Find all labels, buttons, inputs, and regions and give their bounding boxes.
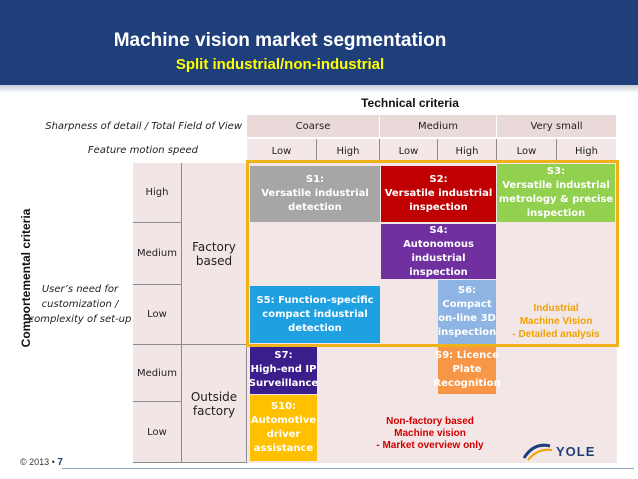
speed-verysmall-low: Low bbox=[497, 139, 557, 163]
header-medium: Medium bbox=[380, 115, 497, 137]
footer-copyright: © 2013 • 7 bbox=[20, 457, 63, 468]
level-outside-low: Low bbox=[133, 402, 182, 463]
footer-divider bbox=[62, 468, 634, 469]
sharpness-label: Sharpness of detail / Total Field of Vie… bbox=[45, 121, 242, 132]
header-shadow bbox=[0, 85, 638, 93]
level-outside-medium: Medium bbox=[133, 345, 182, 402]
technical-criteria-label: Technical criteria bbox=[361, 96, 459, 110]
segment-s2: S2: Versatile industrial inspection bbox=[381, 166, 496, 222]
yole-logo: YOLE bbox=[520, 440, 630, 464]
level-factory-medium: Medium bbox=[133, 223, 182, 285]
speed-coarse-low: Low bbox=[247, 139, 317, 163]
header-bar bbox=[0, 0, 638, 85]
segment-s6: S6: Compact on-line 3D inspection bbox=[438, 280, 496, 344]
segment-s7: S7: High-end IP Surveillance bbox=[249, 346, 318, 394]
page-subtitle: Split industrial/non-industrial bbox=[175, 56, 385, 73]
segment-s4: S4: Autonomous industrial inspection bbox=[381, 224, 496, 279]
non-factory-note: Non-factory based Machine vision - Marke… bbox=[376, 416, 484, 451]
speed-verysmall-high: High bbox=[557, 139, 617, 163]
header-very-small: Very small bbox=[497, 115, 617, 137]
page-number: 7 bbox=[57, 457, 63, 468]
factory-based-label: Factory based bbox=[182, 163, 247, 345]
segment-s1: S1: Versatile industrial detection bbox=[250, 166, 380, 222]
speed-medium-low: Low bbox=[380, 139, 438, 163]
user-need-label: User’s need for customization / complexi… bbox=[28, 284, 132, 325]
outside-factory-label: Outside factory bbox=[182, 345, 247, 463]
header-coarse: Coarse bbox=[247, 115, 380, 137]
yole-logo-icon bbox=[522, 443, 553, 461]
segment-s5: S5: Function-specific compact industrial… bbox=[250, 286, 380, 343]
yole-logo-text: YOLE bbox=[556, 444, 596, 459]
segment-s10: S10: Automotive driver assistance bbox=[250, 395, 317, 461]
industrial-machine-vision-note: Industrial Machine Vision - Detailed ana… bbox=[512, 303, 600, 340]
page-title: Machine vision market segmentation bbox=[113, 30, 447, 51]
speed-coarse-high: High bbox=[317, 139, 380, 163]
level-factory-high: High bbox=[133, 163, 182, 223]
industrial-outline bbox=[246, 160, 619, 347]
level-factory-low: Low bbox=[133, 285, 182, 345]
speed-medium-high: High bbox=[438, 139, 497, 163]
motion-speed-label: Feature motion speed bbox=[87, 145, 198, 156]
comportemental-criteria-label: Comportemental criteria bbox=[19, 208, 33, 347]
segment-s9: S9: Licence Plate Recognition bbox=[433, 346, 501, 394]
segment-s3: S3: Versatile industrial metrology & pre… bbox=[497, 164, 615, 222]
